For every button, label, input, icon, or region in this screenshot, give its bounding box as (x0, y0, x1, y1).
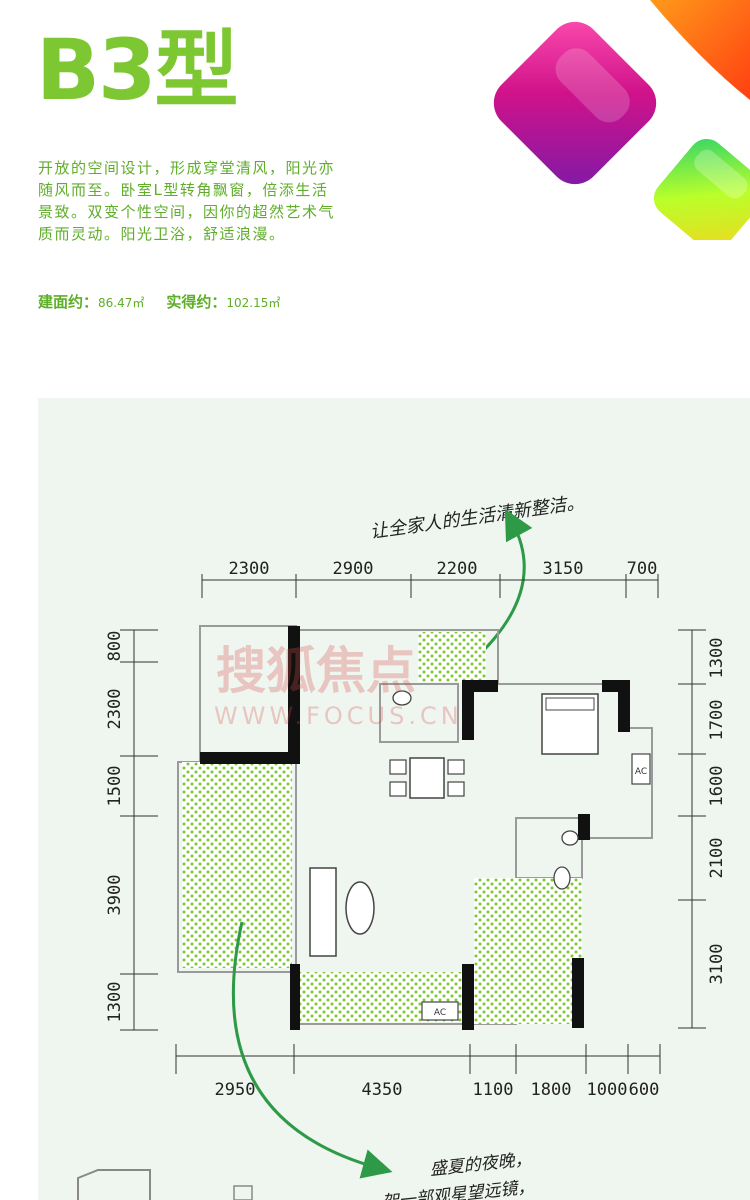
top-dim-4: 3150 (543, 559, 584, 579)
room-lower-right-floor (474, 878, 582, 1024)
bottom-dim-3: 1100 (473, 1080, 514, 1100)
left-dim-1: 800 (105, 631, 125, 662)
kitchen-sink (392, 690, 412, 706)
floorplan-drawing: 让全家人的生活清新整洁。 2300 2900 2200 3150 700 800… (77, 492, 727, 1200)
structural-walls (200, 626, 630, 1030)
bottom-arrow-icon (231, 921, 393, 1179)
actual-area-value: 102.15㎡ (226, 296, 281, 310)
left-dim-5: 1300 (105, 982, 125, 1023)
watermark-cn: 搜狐焦点 (216, 642, 416, 700)
build-area-label: 建面约： (38, 293, 99, 311)
build-area-value: 86.47㎡ (98, 296, 145, 310)
next-plan-fragment (77, 1169, 151, 1200)
left-dim-2: 2300 (105, 689, 125, 730)
coffee-table (345, 881, 375, 935)
bottom-dim-6: 600 (629, 1080, 660, 1100)
unit-type-title: B3型 (36, 21, 238, 119)
area-info: 建面约：86.47㎡ 实得约：102.15㎡ (38, 291, 280, 312)
right-dim-1: 1300 (707, 638, 727, 679)
sofa (309, 867, 337, 957)
top-balcony-floor (418, 632, 486, 682)
actual-area-label: 实得约： (166, 293, 227, 311)
dining-table (409, 757, 445, 799)
left-dim-3: 1500 (105, 766, 125, 807)
watermark-en: WWW.FOCUS.CN (214, 702, 463, 730)
top-dim-2: 2900 (333, 559, 374, 579)
decorative-cubes (493, 0, 750, 240)
right-dim-5: 3100 (707, 944, 727, 985)
green-cube (653, 138, 750, 240)
note-bottom-line1: 盛夏的夜晚， (429, 1149, 533, 1180)
orange-cube-corner (650, 0, 750, 100)
magenta-cube (493, 21, 657, 185)
unit-description: 开放的空间设计，形成穿堂清风，阳光亦随风而至。卧室L型转角飘窗，倍添生活景致。双… (38, 159, 336, 243)
note-top: 让全家人的生活清新整洁。 (369, 492, 586, 543)
ac-unit-right (631, 753, 651, 785)
right-dim-4: 2100 (707, 838, 727, 879)
top-dim-1: 2300 (229, 559, 270, 579)
top-arrow-icon (476, 508, 533, 658)
right-dim-3: 1600 (707, 766, 727, 807)
floorplan-panel (38, 398, 750, 1200)
top-dim-3: 2200 (437, 559, 478, 579)
ac-label-bottom: AC (434, 1008, 446, 1018)
washbasin (561, 830, 579, 846)
top-dim-5: 700 (627, 559, 658, 579)
note-bottom-line2: 架一部观星望远镜， (381, 1177, 535, 1200)
left-dim-4: 3900 (105, 875, 125, 916)
ac-unit-bottom (421, 1001, 459, 1021)
bottom-dim-5: 1000 (587, 1080, 628, 1100)
balcony-left-floor (182, 762, 292, 968)
dining-chairs (389, 759, 465, 797)
right-dim-2: 1700 (707, 700, 727, 741)
bottom-dim-1: 2950 (215, 1080, 256, 1100)
ac-label-right: AC (635, 767, 647, 777)
toilet (553, 866, 571, 890)
bottom-dim-2: 4350 (362, 1080, 403, 1100)
bottom-dim-4: 1800 (531, 1080, 572, 1100)
